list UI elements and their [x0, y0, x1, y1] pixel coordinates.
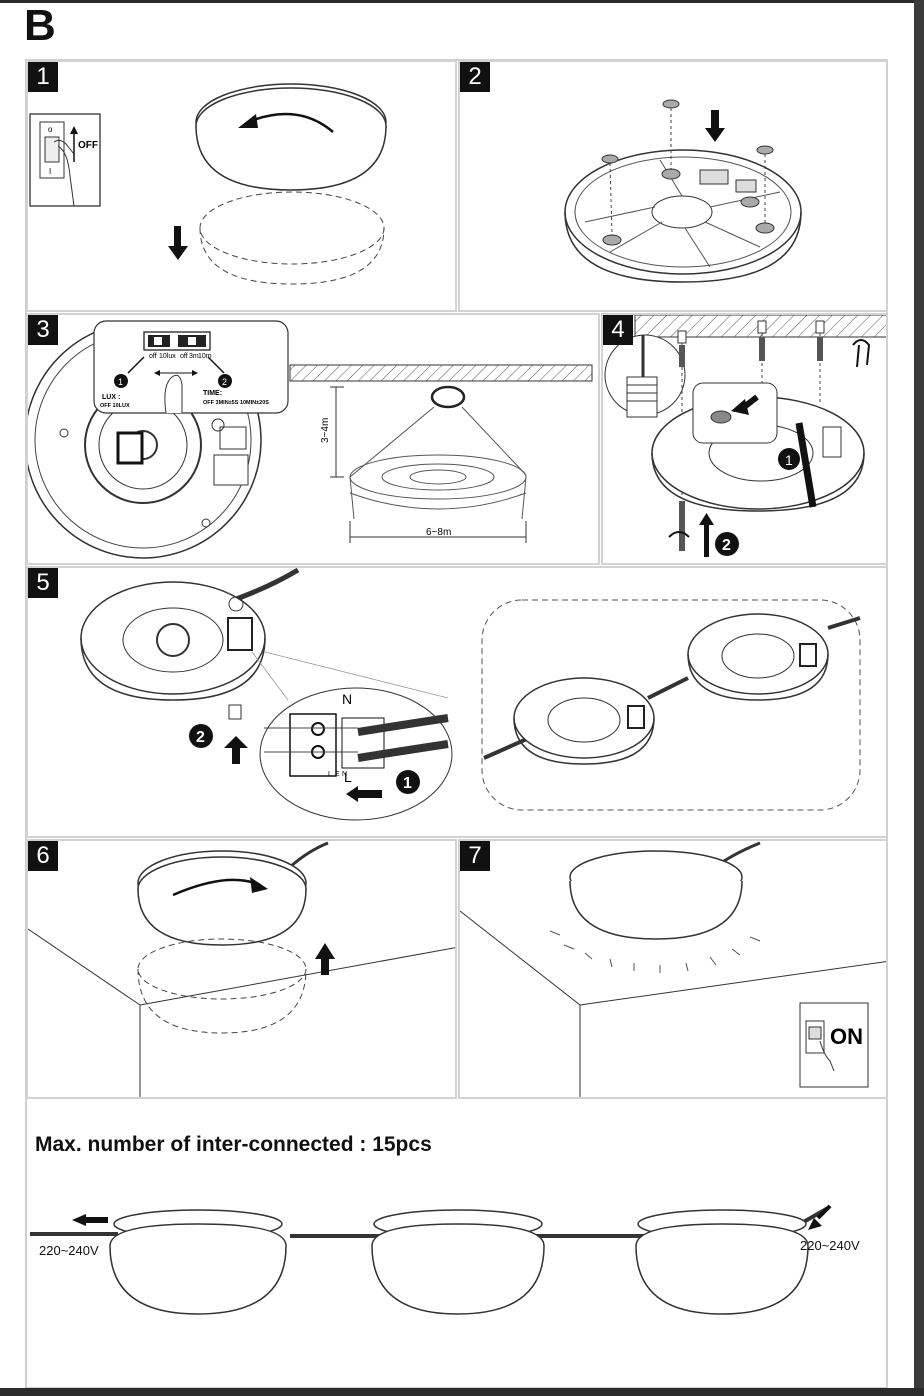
sensor-settings-illustration: off 10lux off 3m 10m 1 2 LUX : OFF 10LUX…: [28, 320, 593, 559]
step-number: 5: [28, 568, 58, 598]
step-number: 6: [28, 841, 58, 871]
lux-title: LUX :: [102, 394, 120, 401]
panel-step-1: 1 o I OFF: [26, 60, 457, 312]
voltage-right-label: 220~240V: [800, 1238, 860, 1253]
base-screw-illustration: [564, 99, 802, 283]
panel-step-7: 7 ON: [458, 839, 888, 1099]
panel-step-3: 3 off 10lux off 3m 10m 1 2 LUX: [26, 313, 600, 565]
time-values: OFF 3MIN±5S 10MIN±20S: [203, 400, 269, 406]
switch-mark-i: I: [49, 167, 51, 176]
callout-1: 1: [403, 775, 412, 792]
switch-left-lux: 10lux: [159, 353, 176, 360]
callout-2: 2: [196, 729, 205, 746]
panel-step-5: 5 2 L E N N L 1: [26, 566, 888, 838]
switch-right-3m: 3m: [189, 353, 199, 360]
step-number: 4: [603, 315, 633, 345]
callout-1: 1: [785, 452, 793, 468]
terminal-n-label: N: [342, 691, 352, 707]
step-number: 2: [460, 62, 490, 92]
switch-on-illustration: ON: [460, 841, 886, 1097]
top-edge-bar: [0, 0, 924, 3]
callout-2: 2: [722, 537, 731, 554]
bottom-edge-bar: [0, 1388, 924, 1396]
terminal-l: L: [328, 771, 332, 778]
height-label: 3~4m: [320, 418, 331, 443]
right-edge-bar: [914, 0, 924, 1396]
terminal-n: N: [342, 771, 347, 778]
step-number: 3: [28, 315, 58, 345]
panel-step-2: 2: [458, 60, 888, 312]
remove-cover-illustration: o I OFF: [29, 83, 387, 285]
switch-off-label: OFF: [78, 140, 98, 151]
voltage-left-label: 220~240V: [39, 1243, 99, 1258]
interconnect-illustration: [30, 1204, 832, 1315]
switch-on-label: ON: [830, 1024, 863, 1049]
panel-step-6: 6: [26, 839, 457, 1099]
switch-mark-o: o: [48, 125, 53, 134]
callout-2: 2: [222, 377, 227, 387]
attach-cover-illustration: [28, 841, 455, 1097]
lux-values: OFF 10LUX: [100, 403, 130, 409]
time-title: TIME:: [203, 390, 222, 397]
mount-base-illustration: 1 2: [604, 315, 886, 557]
switch-right-off: off: [180, 353, 188, 360]
width-label: 6~8m: [426, 527, 451, 538]
step-number: 1: [28, 62, 58, 92]
max-interconnect-text: Max. number of inter-connected : 15pcs: [35, 1133, 432, 1156]
step-number: 7: [460, 841, 490, 871]
callout-1: 1: [118, 377, 123, 387]
switch-right-10m: 10m: [198, 353, 212, 360]
switch-left-off: off: [149, 353, 157, 360]
wiring-illustration: 2 L E N N L 1: [80, 568, 861, 821]
terminal-e: E: [335, 771, 340, 778]
section-letter: B: [24, 1, 56, 50]
panel-step-4: 4: [601, 313, 888, 565]
terminal-l-label: L: [344, 769, 352, 785]
